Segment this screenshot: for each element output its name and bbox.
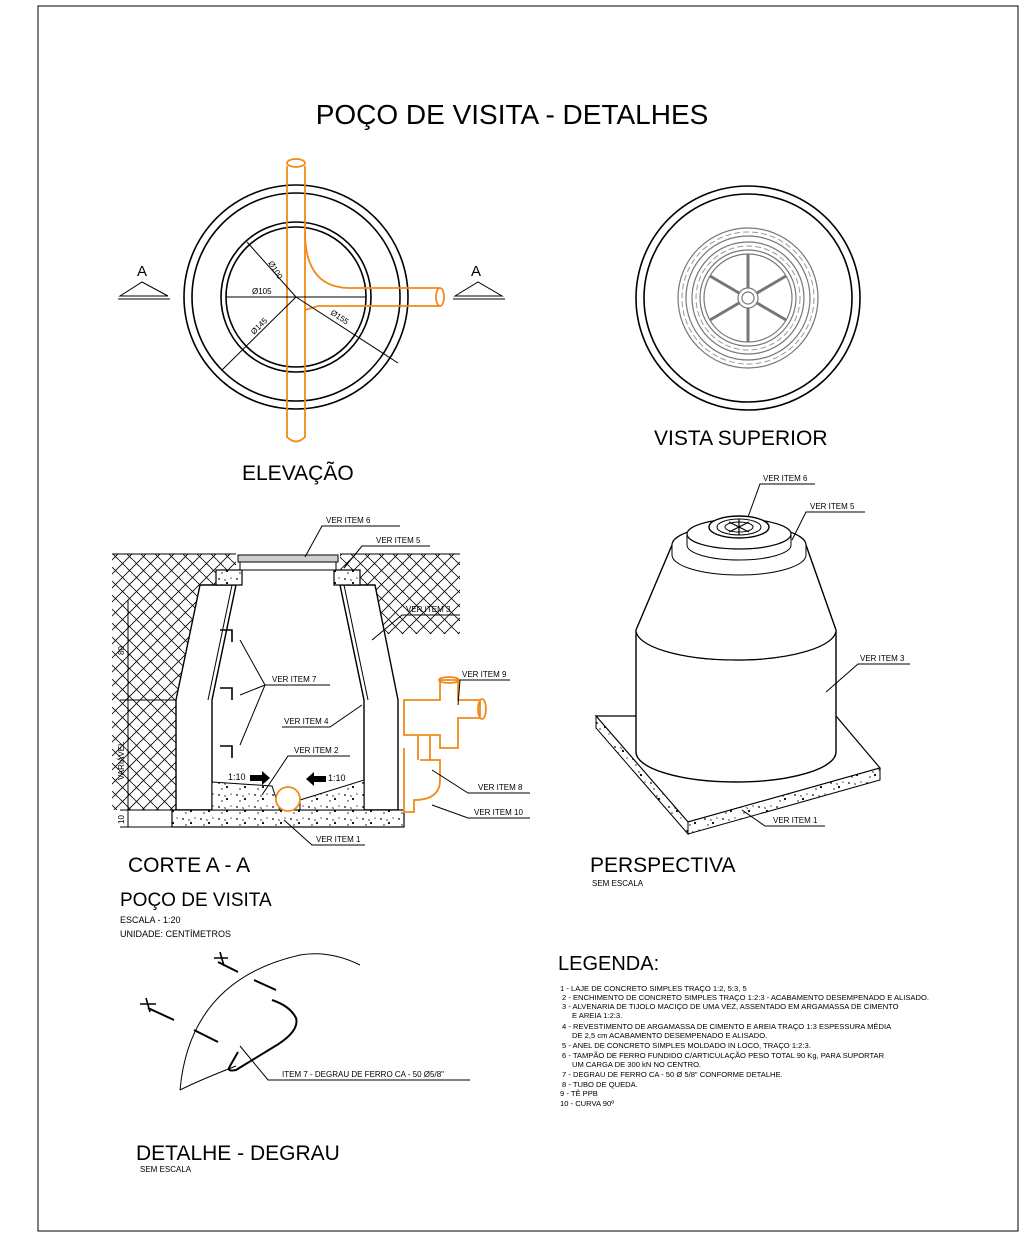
- callout-item8-corte: VER ITEM 8: [478, 783, 523, 792]
- callout-degrau: ITEM 7 - DEGRAU DE FERRO CA - 50 Ø5/8": [282, 1070, 444, 1079]
- view-label-corte: CORTE A - A: [128, 854, 250, 877]
- section-mark-left: A: [137, 263, 147, 280]
- section-view: 1:10 1:10 80 VARIÁVEL 10: [112, 516, 530, 877]
- sheet-border: [37, 5, 1019, 1232]
- legend-line: 9 - TÊ PPB: [560, 1089, 598, 1098]
- callout-item7-corte: VER ITEM 7: [272, 675, 317, 684]
- elevation-view: Ø100 Ø105 Ø145 Ø155 A A ELEVAÇÃO: [118, 158, 505, 485]
- legend-line: 4 - REVESTIMENTO DE ARGAMASSA DE CIMENTO…: [562, 1022, 892, 1031]
- legend-line: 10 - CURVA 90º: [560, 1099, 614, 1108]
- callout-item6-corte: VER ITEM 6: [326, 516, 371, 525]
- callout-item2-corte: VER ITEM 2: [294, 746, 339, 755]
- legend-line: E AREIA 1:2:3.: [572, 1011, 622, 1020]
- slope-left: 1:10: [228, 772, 246, 782]
- slope-right: 1:10: [328, 773, 346, 783]
- legend-line: 2 - ENCHIMENTO DE CONCRETO SIMPLES TRAÇO…: [562, 993, 929, 1002]
- info-unidade: UNIDADE: CENTÍMETROS: [120, 929, 231, 939]
- view-label-elevacao: ELEVAÇÃO: [242, 461, 354, 485]
- legend-line: 8 - TUBO DE QUEDA.: [562, 1080, 638, 1089]
- info-heading: POÇO DE VISITA: [120, 890, 272, 911]
- page-title: POÇO DE VISITA - DETALHES: [316, 99, 709, 130]
- section-mark-right: A: [471, 263, 481, 280]
- callout-item1-corte: VER ITEM 1: [316, 835, 361, 844]
- callout-leaders: [239, 525, 530, 846]
- callout-item5-persp: VER ITEM 5: [810, 502, 855, 511]
- info-escala: ESCALA - 1:20: [120, 915, 181, 925]
- legend-line: 5 - ANEL DE CONCRETO SIMPLES MOLDADO IN …: [562, 1041, 811, 1050]
- step-detail: ITEM 7 - DEGRAU DE FERRO CA - 50 Ø5/8" D…: [136, 951, 470, 1174]
- legend: LEGENDA: 1 - LAJE DE CONCRETO SIMPLES TR…: [558, 953, 929, 1108]
- view-label-perspectiva: PERSPECTIVA: [590, 854, 735, 877]
- callout-item10-corte: VER ITEM 10: [474, 808, 523, 817]
- callout-item3-persp: VER ITEM 3: [860, 654, 905, 663]
- legend-line: 7 - DEGRAU DE FERRO CA - 50 Ø 5/8" CONFO…: [562, 1070, 783, 1079]
- callout-item5-corte: VER ITEM 5: [376, 536, 421, 545]
- dim-d100: Ø100: [266, 259, 284, 281]
- callout-item4-corte: VER ITEM 4: [284, 717, 329, 726]
- view-label-detalhe: DETALHE - DEGRAU: [136, 1142, 340, 1165]
- legend-line: 3 - ALVENARIA DE TIJOLO MACIÇO DE UMA VE…: [562, 1002, 899, 1011]
- legend-line: DE 2,5 cm ACABAMENTO DESEMPENADO E ALISA…: [572, 1031, 767, 1040]
- callout-item3-corte: VER ITEM 3: [406, 605, 451, 614]
- dim-variavel: VARIÁVEL: [117, 741, 126, 780]
- legend-line: 1 - LAJE DE CONCRETO SIMPLES TRAÇO 1:2, …: [560, 984, 747, 993]
- legend-heading: LEGENDA:: [558, 953, 659, 975]
- callout-item9-corte: VER ITEM 9: [462, 670, 507, 679]
- detalhe-escala: SEM ESCALA: [140, 1165, 192, 1174]
- dim-80: 80: [117, 646, 126, 655]
- dim-10: 10: [117, 815, 126, 824]
- callout-item6-persp: VER ITEM 6: [763, 474, 808, 483]
- view-label-vista-superior: VISTA SUPERIOR: [654, 427, 828, 450]
- perspective-view: VER ITEM 6 VER ITEM 5 VER ITEM 3 VER ITE…: [590, 474, 910, 888]
- callout-item1-persp: VER ITEM 1: [773, 816, 818, 825]
- dim-d155: Ø155: [329, 308, 351, 327]
- perspectiva-escala: SEM ESCALA: [592, 879, 644, 888]
- legend-line: UM CARGA DE 300 kN NO CENTRO.: [572, 1060, 701, 1069]
- dim-d105: Ø105: [252, 287, 272, 296]
- legend-line: 6 - TAMPÃO DE FERRO FUNDIDO C/ARTICULAÇÃ…: [562, 1051, 885, 1060]
- top-view: VISTA SUPERIOR: [635, 185, 861, 450]
